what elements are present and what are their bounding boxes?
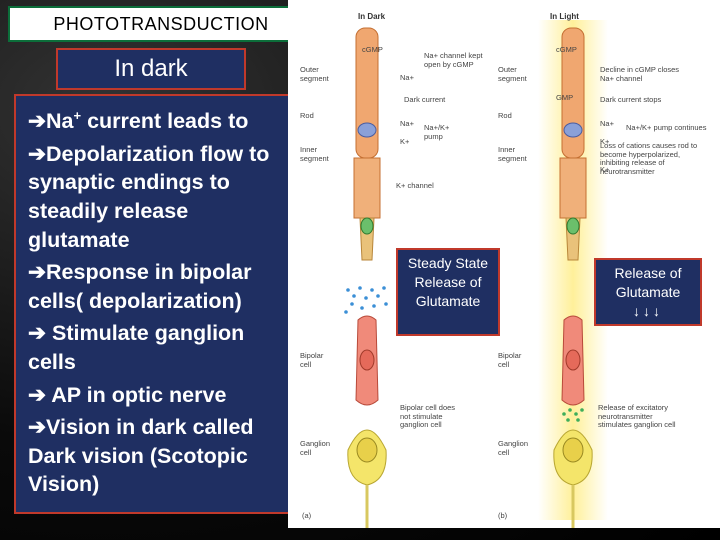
- light-pump: [563, 122, 583, 138]
- light-loss: Loss of cations causes rod to become hyp…: [600, 141, 698, 176]
- slide-title: PHOTOTRANSDUCTION: [8, 6, 314, 42]
- slide-subtitle: In dark: [56, 48, 246, 90]
- bullet-text: current leads to: [81, 109, 249, 134]
- callout-steady-state: Steady State Release of Glutamate: [396, 248, 500, 336]
- arrow-icon: ➔: [28, 109, 47, 134]
- rod-diagram: [344, 27, 593, 528]
- bullet-item: ➔ AP in optic nerve: [28, 381, 292, 410]
- light-inner-segment: Inner segment: [498, 145, 527, 163]
- light-rod-nucleus: [566, 217, 580, 235]
- light-bipolar-cell: Bipolar cell: [498, 351, 522, 369]
- dark-na-channel: Na+ channel kept open by cGMP: [424, 51, 483, 69]
- dark-na: Na+: [400, 73, 414, 82]
- bullet-text: AP in optic nerve: [46, 382, 227, 407]
- bullet-text: Depolarization flow to synaptic endings …: [28, 141, 270, 252]
- dark-rod-nucleus: [360, 217, 374, 235]
- light-k2: K+: [600, 165, 610, 174]
- label-outer-segment: Outer segment: [300, 65, 329, 83]
- light-pump-cont: Na+/K+ pump continues: [626, 123, 707, 132]
- light-rod: Rod: [498, 111, 512, 120]
- label-inner-segment: Inner segment: [300, 145, 329, 163]
- callout-light-title: Release of Glutamate: [614, 265, 682, 300]
- dark-ganglion-nucleus: [356, 437, 378, 463]
- light-k: K+: [600, 137, 610, 146]
- dark-k: K+: [400, 137, 410, 146]
- dark-na2: Na+: [400, 119, 414, 128]
- bullet-item: ➔ Stimulate ganglion cells: [28, 319, 292, 376]
- bullet-text: Vision in dark called Dark vision (Scoto…: [28, 415, 254, 497]
- callout-light-release: Release of Glutamate ↓↓↓: [594, 258, 702, 326]
- bullet-item: ➔Vision in dark called Dark vision (Scot…: [28, 413, 292, 499]
- light-ganglion-nucleus: [562, 437, 584, 463]
- dark-bipolar-nucleus: [359, 349, 375, 371]
- dark-rod-inner-segment: [353, 157, 381, 219]
- superscript: +: [73, 108, 82, 123]
- label-panel-a: (a): [302, 511, 312, 520]
- arrow-icon: ➔: [28, 321, 47, 346]
- label-rod: Rod: [300, 111, 314, 120]
- bullet-item: ➔Depolarization flow to synaptic endings…: [28, 140, 292, 254]
- dark-bipolar-note: Bipolar cell does not stimulate ganglion…: [400, 403, 456, 429]
- arrow-icon: ➔: [28, 260, 47, 285]
- light-decline: Decline in cGMP closes Na+ channel: [600, 65, 680, 83]
- dark-k-channel: K+ channel: [396, 181, 434, 190]
- bullet-item: ➔Response in bipolar cells( depolarizati…: [28, 258, 292, 315]
- arrow-icon: ➔: [28, 141, 47, 166]
- head-in-dark: In Dark: [358, 12, 386, 21]
- down-arrows-icon: ↓↓↓: [633, 303, 663, 319]
- label-ganglion-cell: Ganglion cell: [300, 439, 331, 457]
- light-ganglion-cell: Ganglion cell: [498, 439, 529, 457]
- bullet-text: Stimulate ganglion cells: [28, 321, 245, 374]
- arrow-icon: ➔: [28, 415, 47, 440]
- label-bipolar-cell: Bipolar cell: [300, 351, 324, 369]
- dark-pump-label: Na+/K+ pump: [424, 123, 450, 141]
- head-in-light: In Light: [550, 12, 579, 21]
- light-gmp: GMP: [556, 93, 574, 102]
- bullet-text: Na: [46, 109, 74, 134]
- light-bipolar-nucleus: [565, 349, 581, 371]
- arrow-icon: ➔: [28, 382, 47, 407]
- light-na: Na+: [600, 119, 614, 128]
- bullet-text: Response in bipolar cells( depolarizatio…: [28, 260, 252, 313]
- dark-pump: [357, 122, 377, 138]
- bullet-item: ➔Na+ current leads to: [28, 102, 292, 136]
- dark-glutamate-dots: [344, 286, 388, 314]
- light-dark-stops: Dark current stops: [600, 95, 662, 104]
- light-neurotransmitter-dots: [562, 408, 584, 422]
- light-rod-inner-segment: [559, 157, 587, 219]
- bullet-list: ➔Na+ current leads to ➔Depolarization fl…: [14, 94, 298, 514]
- dark-current: Dark current: [404, 95, 446, 104]
- label-panel-b: (b): [498, 511, 508, 520]
- light-release-note: Release of excitatory neurotransmitter s…: [598, 403, 676, 429]
- light-cgmp: cGMP: [556, 45, 577, 54]
- light-outer-segment: Outer segment: [498, 65, 527, 83]
- dark-cgmp: cGMP: [362, 45, 383, 54]
